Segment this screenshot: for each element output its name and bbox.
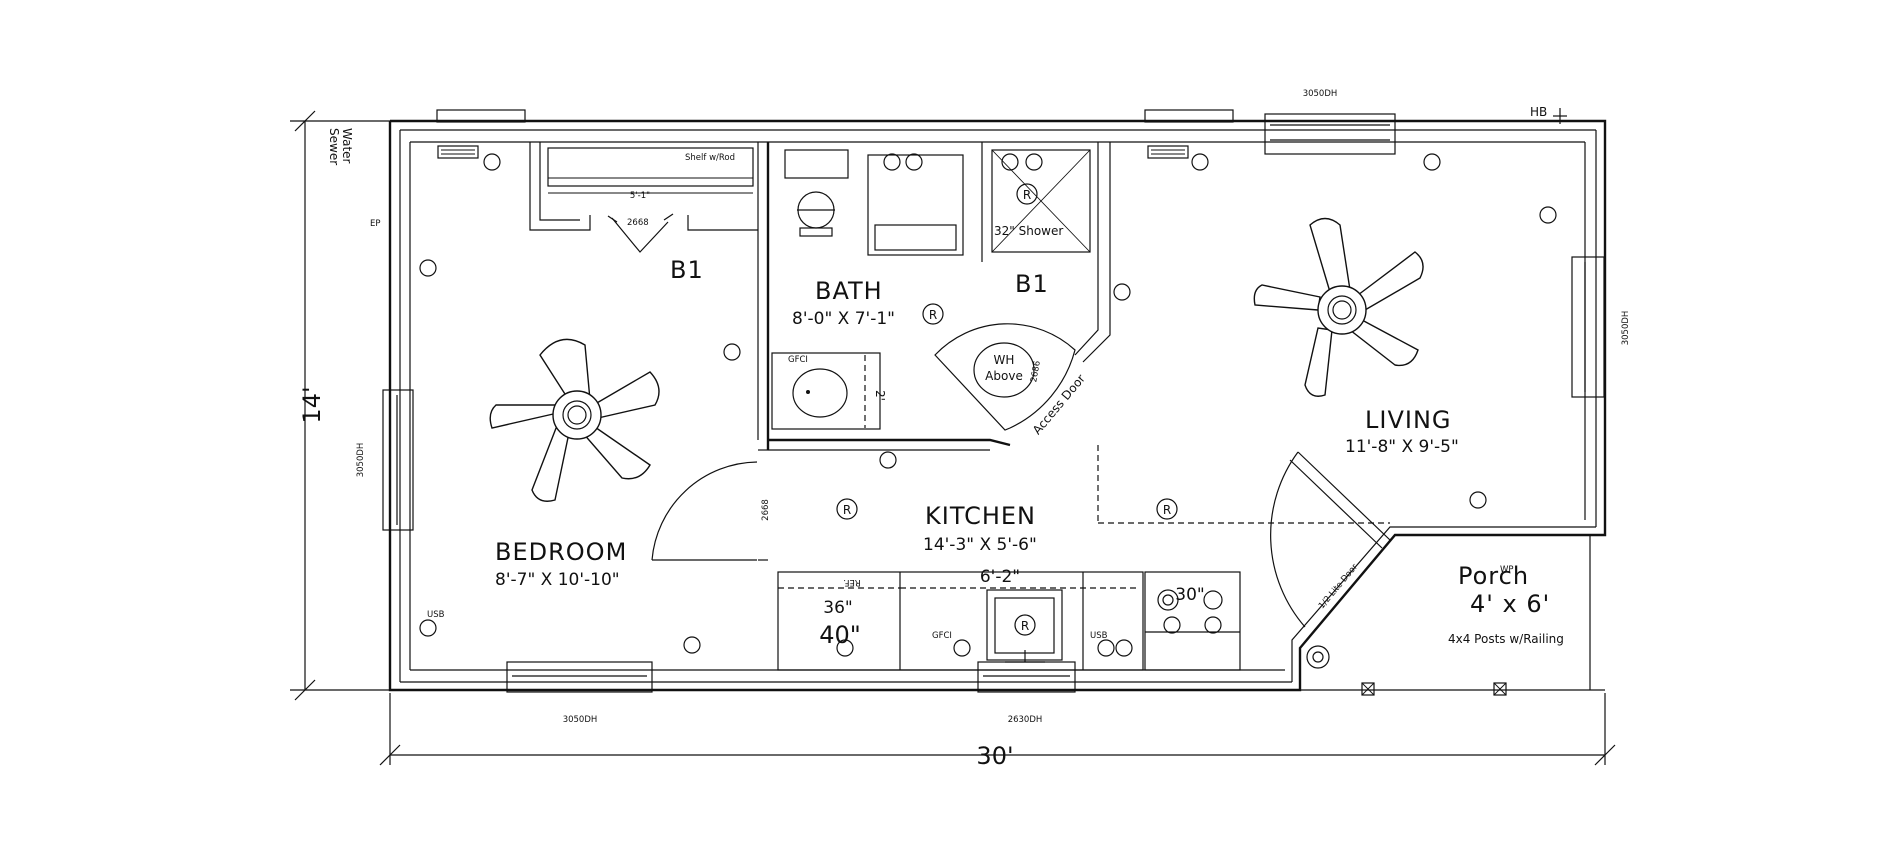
access-door-size: 2686 <box>1029 360 1043 383</box>
svg-text:30": 30" <box>1175 585 1204 605</box>
svg-text:R: R <box>1023 188 1031 202</box>
bath-name: BATH <box>815 277 883 305</box>
svg-text:2668: 2668 <box>761 499 771 521</box>
porch-size: 4' x 6' <box>1470 590 1550 618</box>
smoke-detector-shower: R <box>1016 183 1038 205</box>
range: 30" <box>1144 571 1241 671</box>
smoke-detector-living: R <box>1156 498 1178 520</box>
hvac-register-right <box>1147 145 1189 159</box>
overall-dimensions: 14' 30' <box>290 110 1616 770</box>
water-heater: WH Above <box>934 323 1076 431</box>
svg-text:R: R <box>843 503 851 517</box>
bedroom-door: 2668 <box>651 461 771 561</box>
window-right: 3050DH <box>1571 256 1631 398</box>
kitchen-counter: 6'-2" 40" 36" REF. GFCI USB <box>777 567 1144 671</box>
svg-text:R: R <box>929 308 937 322</box>
svg-text:WH: WH <box>994 353 1015 367</box>
porch-note: 4x4 Posts w/Railing <box>1448 632 1564 646</box>
bedroom-usb: USB <box>427 610 445 620</box>
exterior-walls <box>388 119 1607 692</box>
kitchen-sink <box>986 589 1063 663</box>
bedroom-size: 8'-7" X 10'-10" <box>495 570 620 590</box>
svg-text:REF.: REF. <box>843 577 861 587</box>
svg-text:2': 2' <box>873 390 887 401</box>
closet-bifold-door: 2668 <box>607 213 674 253</box>
vanity: 2' GFCI <box>771 352 887 430</box>
svg-text:Above: Above <box>985 369 1023 383</box>
kitchen-size: 14'-3" X 5'-6" <box>923 535 1037 555</box>
living-name: LIVING <box>1365 406 1452 434</box>
svg-text:GFCI: GFCI <box>932 631 952 641</box>
svg-text:2668: 2668 <box>627 218 649 228</box>
depth-dimension: 14' <box>298 386 326 423</box>
width-dimension: 30' <box>976 742 1013 770</box>
porch-outline <box>1300 535 1605 696</box>
window-left: 3050DH <box>356 389 414 531</box>
kitchen-name: KITCHEN <box>925 502 1036 530</box>
svg-text:32" Shower: 32" Shower <box>994 224 1063 238</box>
smoke-detector-kitchen: R <box>836 498 858 520</box>
svg-text:2630DH: 2630DH <box>1008 715 1043 725</box>
svg-text:R: R <box>1163 503 1171 517</box>
svg-text:3050DH: 3050DH <box>1303 89 1338 99</box>
shower: 32" Shower <box>991 149 1091 253</box>
closet-shelf: Shelf w/Rod 5'-1" <box>547 147 754 201</box>
svg-text:36": 36" <box>823 598 852 618</box>
porch-name: Porch <box>1458 562 1529 590</box>
entry-door: 1/2 Lite Door <box>1270 451 1391 628</box>
svg-text:3050DH: 3050DH <box>356 443 366 478</box>
porch-wp: WP <box>1500 565 1514 575</box>
svg-text:Shelf w/Rod: Shelf w/Rod <box>685 153 735 163</box>
bedroom-ceiling-fan <box>489 338 660 502</box>
toilet <box>784 149 849 237</box>
svg-text:GFCI: GFCI <box>788 355 808 365</box>
washer-dryer <box>867 154 964 256</box>
svg-text:6'-2": 6'-2" <box>980 567 1020 587</box>
interior-walls <box>529 142 1390 561</box>
outlets <box>419 153 1557 657</box>
bath-size: 8'-0" X 7'-1" <box>792 309 895 329</box>
hvac-register-left <box>437 145 479 159</box>
svg-text:3050DH: 3050DH <box>563 715 598 725</box>
window-bottom-left: 3050DH <box>506 661 653 725</box>
water-label: Water <box>340 128 354 164</box>
hb-label: HB <box>1530 105 1547 119</box>
window-bottom-mid: 2630DH <box>977 661 1076 725</box>
svg-text:USB: USB <box>1090 631 1108 641</box>
living-ceiling-fan <box>1253 217 1424 397</box>
b1-right-label: B1 <box>1015 270 1049 298</box>
svg-text:3050DH: 3050DH <box>1621 311 1631 346</box>
ep-label: EP <box>370 219 381 229</box>
svg-text:5'-1": 5'-1" <box>630 191 650 201</box>
b1-left-label: B1 <box>670 256 704 284</box>
bedroom-name: BEDROOM <box>495 538 627 566</box>
svg-text:40": 40" <box>819 621 861 649</box>
sewer-label: Sewer <box>327 128 341 165</box>
smoke-detector-sink: R <box>1014 614 1036 636</box>
living-size: 11'-8" X 9'-5" <box>1345 437 1459 457</box>
smoke-detector-bath: R <box>922 303 944 325</box>
window-top-right: 3050DH <box>1264 89 1396 155</box>
svg-text:R: R <box>1021 619 1029 633</box>
